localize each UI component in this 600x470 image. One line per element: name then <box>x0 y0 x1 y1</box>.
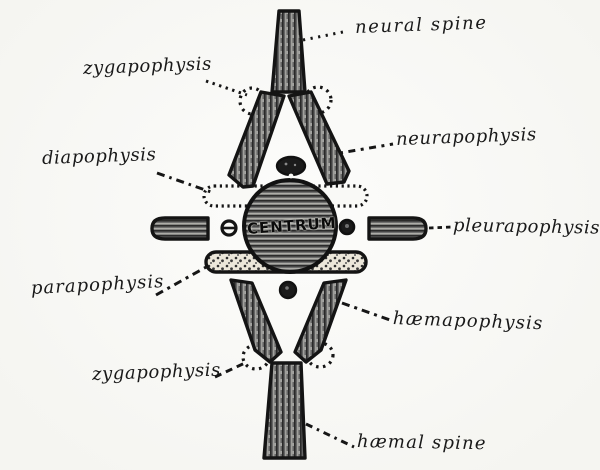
leader-neural-spine <box>302 29 349 42</box>
haemapophysis-left-shape <box>229 278 283 364</box>
leader-zygapophysis-bottom <box>214 360 248 379</box>
facet-ring-left <box>220 219 238 237</box>
label-zygapophysis-bottom: zygapophysis <box>91 359 222 385</box>
leader-diapophysis <box>156 171 212 194</box>
leader-pleurapophysis <box>428 225 453 230</box>
leader-zygapophysis-top <box>205 79 248 97</box>
pleurapophysis-bar-left <box>150 216 210 241</box>
label-pleurapophysis: pleurapophysis <box>452 215 600 239</box>
pleurapophysis-bar-right <box>367 216 428 241</box>
haemal-canal <box>278 280 298 300</box>
neural-canal <box>275 155 307 179</box>
leader-haemapophysis <box>341 301 391 322</box>
leader-neurapophysis <box>339 142 394 155</box>
zygapophysis-loop-lower-right <box>305 341 335 369</box>
leader-parapophysis <box>155 264 209 297</box>
haemapophysis-right-shape <box>293 278 348 364</box>
haemal-spine-shape <box>262 361 307 460</box>
zygapophysis-loop-upper-right <box>303 85 333 115</box>
label-haemal-spine: hæmal spine <box>356 431 487 455</box>
leader-haemal-spine <box>305 422 355 449</box>
neural-spine-shape <box>270 9 307 94</box>
label-diapophysis: diapophysis <box>41 144 157 169</box>
neurapophysis-left-shape <box>227 90 286 189</box>
neurapophysis-right-shape <box>287 90 351 186</box>
facet-dot-right <box>338 218 356 236</box>
centrum-shape <box>242 178 338 274</box>
label-zygapophysis-top: zygapophysis <box>82 53 213 79</box>
